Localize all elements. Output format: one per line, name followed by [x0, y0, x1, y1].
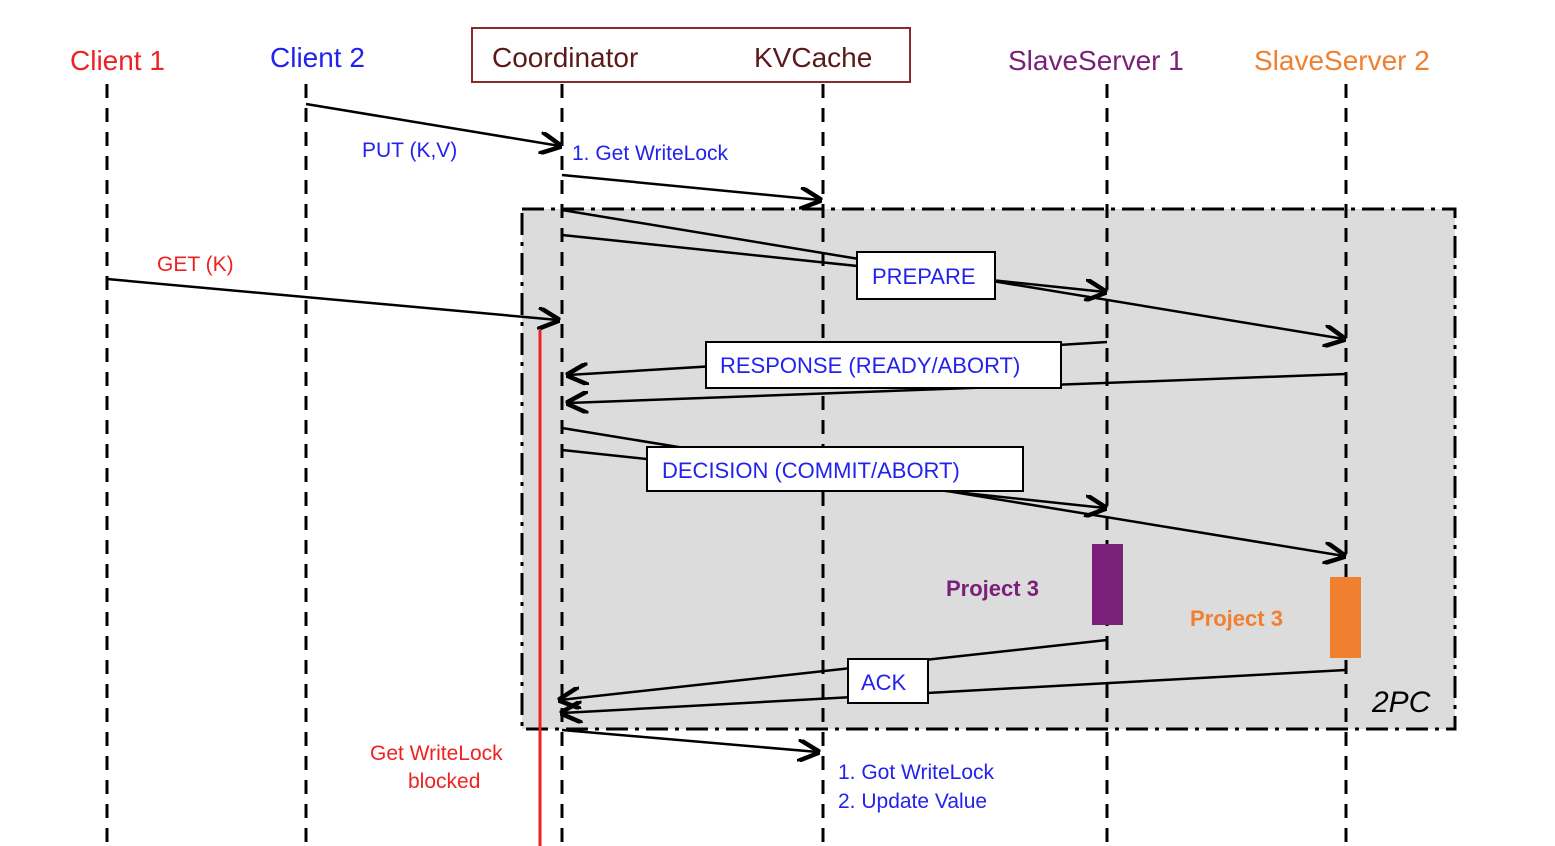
label-project3-slave1: Project 3 [946, 576, 1039, 601]
label-decision: DECISION (COMMIT/ABORT) [662, 458, 960, 483]
arrow-get-writelock [561, 173, 820, 200]
label-blocked-line1: Get WriteLock [370, 742, 503, 765]
label-put: PUT (K,V) [362, 139, 457, 162]
label-project3-slave2: Project 3 [1190, 606, 1283, 631]
label-update-value: 2. Update Value [838, 790, 987, 813]
activation-slaveserver-2 [1330, 577, 1361, 658]
actor-client-2: Client 2 [270, 42, 365, 73]
prepare-box [856, 251, 996, 300]
actor-slaveserver-2: SlaveServer 2 [1254, 45, 1430, 76]
response-box [705, 341, 1062, 389]
actor-kvcache: KVCache [754, 42, 872, 73]
ack-box [847, 658, 929, 704]
arrow-ack-slave2 [562, 668, 1347, 713]
label-get-writelock: 1. Get WriteLock [572, 142, 729, 165]
actor-coordinator: Coordinator [492, 42, 638, 73]
actor-client-1: Client 1 [70, 45, 165, 76]
label-get: GET (K) [157, 253, 234, 276]
arrow-put [305, 102, 560, 146]
decision-box [646, 446, 1024, 492]
label-ack: ACK [861, 670, 907, 695]
actor-slaveserver-1: SlaveServer 1 [1008, 45, 1184, 76]
arrow-got-writelock [561, 728, 818, 752]
arrow-get [106, 277, 558, 320]
coordinator-kvcache-box [471, 27, 911, 83]
activation-slaveserver-1 [1092, 544, 1123, 625]
2pc-frame-label: 2PC [1371, 686, 1431, 719]
label-blocked-line2: blocked [408, 770, 480, 793]
label-response: RESPONSE (READY/ABORT) [720, 353, 1020, 378]
label-prepare: PREPARE [872, 264, 976, 289]
label-got-writelock: 1. Got WriteLock [838, 761, 995, 784]
arrow-ack-slave1 [560, 638, 1108, 700]
arrow-prepare-slave1 [561, 233, 1105, 292]
